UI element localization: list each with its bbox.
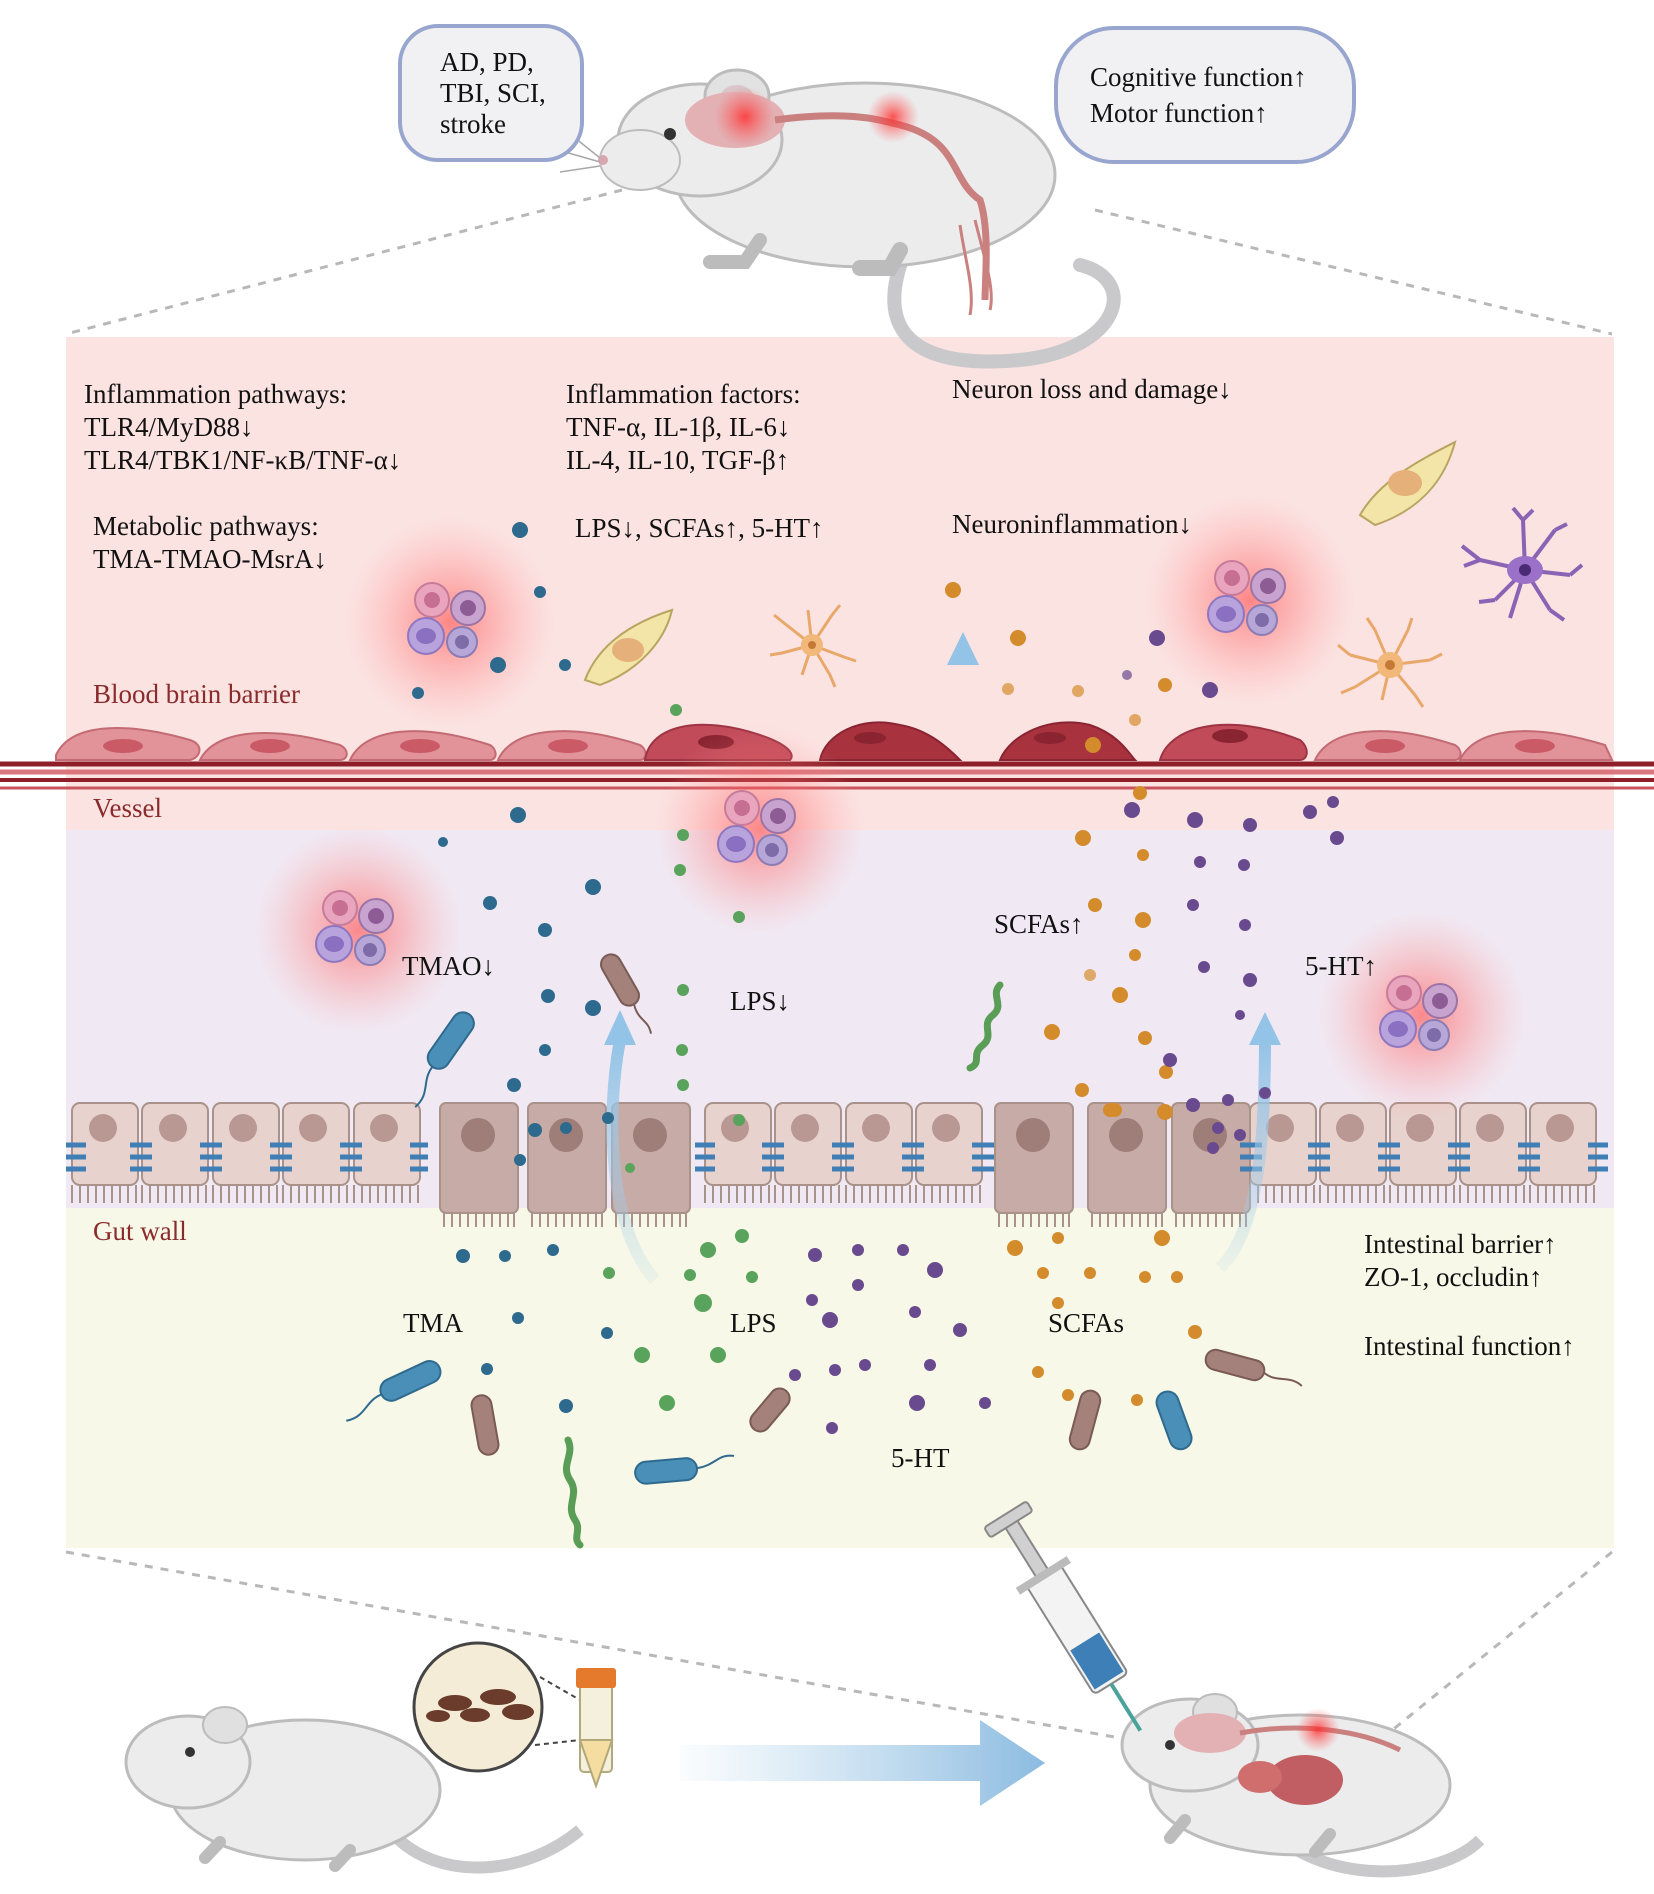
vessel-label: Vessel [93, 793, 162, 823]
outcome-line: Motor function↑ [1090, 98, 1268, 128]
vessel-scfas-label: SCFAs↑ [994, 909, 1084, 939]
intestinal-barrier-label: Intestinal barrier↑ [1364, 1229, 1557, 1259]
tma-particles [412, 522, 614, 1413]
microvilli [71, 1185, 1595, 1227]
neuron-loss-label: Neuron loss and damage↓ [952, 374, 1232, 404]
outcome-bubble: Cognitive function↑ Motor function↑ [1054, 26, 1356, 164]
gut-zone [66, 1208, 1614, 1548]
inflammation-factors-title: Inflammation factors: [566, 379, 801, 409]
gut-wall-label: Gut wall [93, 1216, 187, 1246]
inflammation-pathways-title: Inflammation pathways: [84, 379, 348, 409]
transport-arrows [604, 632, 1281, 1285]
astrocyte-2 [1337, 617, 1443, 708]
brain-metabolites: LPS↓, SCFAs↑, 5-HT↑ [575, 513, 824, 543]
immune-cluster [344, 516, 556, 728]
gut-lps-label: LPS [730, 1308, 777, 1338]
vessel-lps-label: LPS↓ [730, 986, 791, 1016]
tight-junction-proteins-label: ZO-1, occludin↑ [1364, 1262, 1543, 1292]
neuroinflammation-label: Neuroninflammation↓ [952, 509, 1192, 539]
serotonin-particles [789, 630, 1344, 1434]
outcome-line: Cognitive function↑ [1090, 62, 1307, 92]
disease-line: stroke [440, 108, 506, 139]
tmao-label: TMAO↓ [402, 951, 495, 981]
blood-brain-barrier-cells [55, 721, 1614, 761]
bacteria [346, 953, 1303, 1549]
gut-5ht-label: 5-HT [891, 1443, 950, 1473]
metabolic-pathway-item: TMA-TMAO-MsrA↓ [93, 544, 327, 574]
transplant-arrow [680, 1720, 1045, 1806]
bottom-left-mouse [124, 1706, 584, 1874]
inflammation-pathway-item: TLR4/MyD88↓ [84, 412, 254, 442]
intestinal-function-label: Intestinal function↑ [1364, 1331, 1575, 1361]
tight-junctions [66, 1142, 1608, 1172]
bbb-label: Blood brain barrier [93, 679, 300, 709]
metabolic-pathways-title: Metabolic pathways: [93, 511, 319, 541]
lps-particles [603, 704, 758, 1411]
top-mouse [557, 68, 1121, 369]
immune-cluster [252, 824, 464, 1036]
bottom-right-mouse [1120, 1693, 1485, 1878]
disease-line: TBI, SCI, [440, 77, 546, 108]
vessel-5ht-label: 5-HT↑ [1305, 951, 1377, 981]
guide-lines [65, 188, 1613, 1747]
immune-cluster [654, 724, 866, 936]
inflammation-factor-item: IL-4, IL-10, TGF-β↑ [566, 445, 790, 475]
inflammation-pathway-item: TLR4/TBK1/NF-κB/TNF-α↓ [84, 445, 402, 475]
inflammation-factor-item: TNF-α, IL-1β, IL-6↓ [566, 412, 791, 442]
neuron-cell-2 [1358, 440, 1457, 527]
gut-scfas-label: SCFAs [1048, 1308, 1125, 1338]
scfa-particles [945, 582, 1202, 1406]
gut-epithelium [66, 1102, 1608, 1227]
disease-bubble: AD, PD, TBI, SCI, stroke [398, 24, 584, 162]
astrocyte-1 [769, 604, 857, 688]
gut-tma-label: TMA [403, 1308, 463, 1338]
syringe [984, 1501, 1143, 1732]
neuron-cell-1 [583, 608, 674, 687]
fecal-sample [412, 1641, 616, 1790]
immune-cluster [1316, 909, 1528, 1121]
microglia [1460, 506, 1584, 622]
disease-line: AD, PD, [440, 46, 534, 77]
